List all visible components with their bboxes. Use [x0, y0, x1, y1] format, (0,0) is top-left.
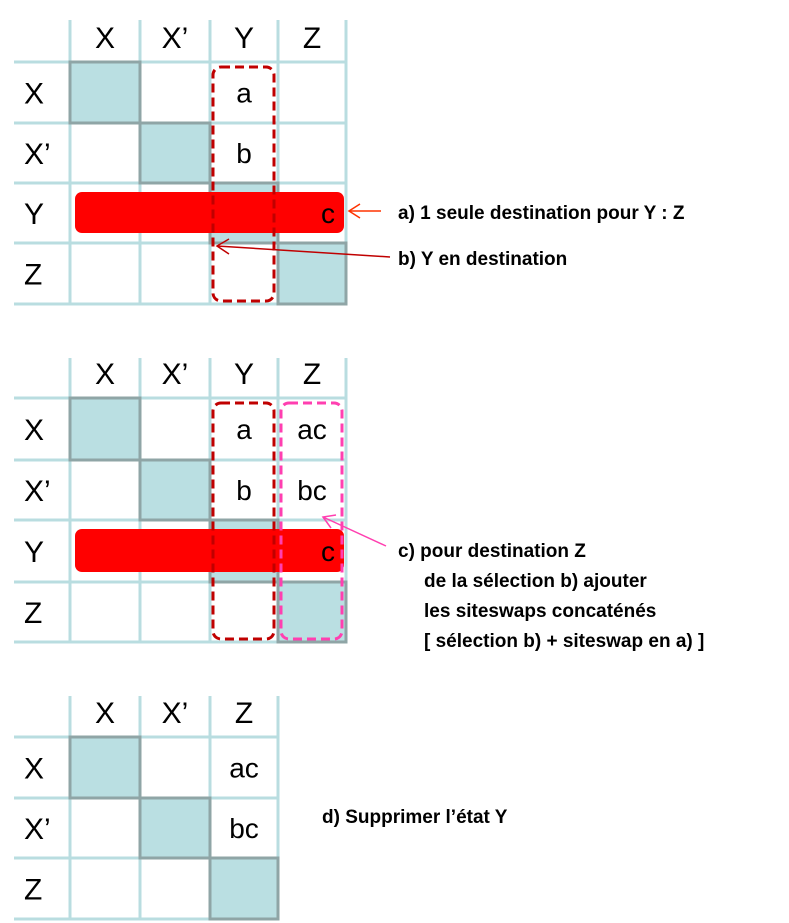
diagonal-cell	[68, 396, 142, 462]
matrix-step-3: X X’ Z X X’ Zac bc	[14, 696, 280, 921]
cell-value: a	[236, 414, 252, 445]
column-selection-box	[211, 65, 276, 303]
note-c-line-2: de la sélection b) ajouter	[424, 571, 647, 592]
row-header: Z	[24, 259, 42, 292]
row-header: X’	[24, 138, 51, 171]
diagonal-cell-border	[68, 60, 142, 125]
column-header: Y	[234, 22, 254, 55]
diagonal-cell-border	[276, 241, 348, 306]
column-header: X	[95, 358, 115, 391]
row-header: X’	[24, 813, 51, 846]
column-header: Z	[303, 22, 321, 55]
eliminated-row-bar	[75, 529, 344, 572]
arrow-a	[347, 203, 381, 219]
note-a: a) 1 seule destination pour Y : Z	[398, 203, 685, 224]
diagonal-cell-border	[138, 121, 212, 185]
note-b: b) Y en destination	[398, 249, 567, 270]
column-selection-box	[279, 401, 344, 641]
arrow-c	[321, 514, 387, 547]
diagonal-cell	[138, 121, 212, 185]
note-c-line-4: [ sélection b) + siteswap en a) ]	[424, 631, 704, 652]
column-header: X’	[162, 697, 189, 730]
note-c-line-1: c) pour destination Z	[398, 541, 586, 562]
diagonal-cell	[138, 458, 212, 522]
column-selection-box	[211, 401, 276, 641]
cell-value: bc	[229, 813, 259, 844]
eliminated-row-bar	[75, 192, 344, 233]
row-header: Z	[24, 597, 42, 630]
column-header: X	[95, 697, 115, 730]
diagonal-cell-border	[68, 735, 142, 800]
cell-value: ac	[297, 414, 327, 445]
row-header: X’	[24, 475, 51, 508]
diagonal-cell-border	[138, 458, 212, 522]
diagonal-cell-border	[68, 396, 142, 462]
cell-value: ac	[229, 753, 259, 784]
note-d: d) Supprimer l’état Y	[322, 807, 508, 828]
diagonal-cell	[68, 60, 142, 125]
diagonal-cell	[276, 580, 348, 644]
column-header: X	[95, 22, 115, 55]
cell-value: c	[321, 198, 335, 229]
row-header: X	[24, 78, 44, 111]
cell-value: c	[321, 536, 335, 567]
row-header: Y	[24, 536, 44, 569]
row-header: X	[24, 753, 44, 786]
column-header: Z	[235, 697, 253, 730]
row-header: Z	[24, 874, 42, 907]
cell-value: b	[236, 475, 252, 506]
row-header: Y	[24, 198, 44, 231]
cell-value: b	[236, 138, 252, 169]
column-header: Z	[303, 358, 321, 391]
column-header: X’	[162, 22, 189, 55]
arrow-b	[215, 238, 391, 258]
row-header: X	[24, 414, 44, 447]
column-header: X’	[162, 358, 189, 391]
note-c-line-3: les siteswaps concaténés	[424, 601, 656, 622]
cell-value: a	[236, 78, 252, 109]
diagonal-cell-border	[208, 856, 280, 921]
diagonal-cell	[208, 856, 280, 921]
cell-value: bc	[297, 475, 327, 506]
column-header: Y	[234, 358, 254, 391]
diagonal-cell-border	[138, 796, 212, 860]
diagonal-cell	[68, 735, 142, 800]
diagonal-cell	[138, 796, 212, 860]
diagonal-cell-border	[276, 580, 348, 644]
